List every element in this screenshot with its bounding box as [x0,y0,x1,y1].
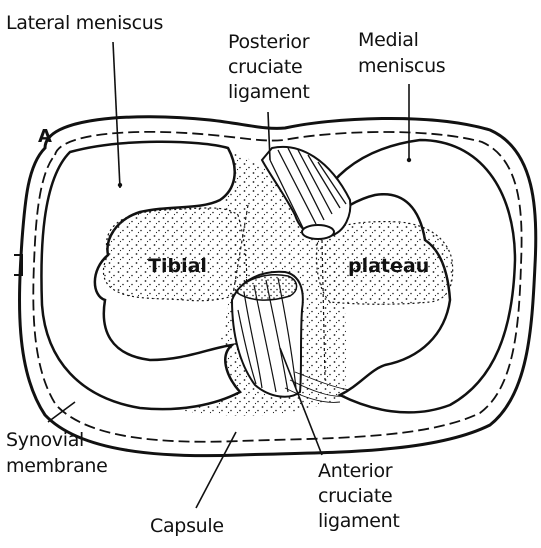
label-anterior-line-1: Anterior [318,460,393,482]
label-lateral-meniscus: Lateral meniscus [6,12,163,34]
label-posterior-line-2: cruciate [228,56,302,78]
label-posterior-line-3: ligament [228,81,310,103]
label-tibial: Tibial [148,255,207,277]
label-capsule: Capsule [150,515,224,537]
label-plateau: plateau [348,255,429,277]
label-posterior-line-1: Posterior [228,31,310,53]
posterior-cruciate-end [302,225,334,239]
label-synovial-line-2: membrane [6,455,108,477]
label-synovial-line-1: Synovial [6,429,84,451]
label-side-letter: A [38,126,52,147]
label-anterior-line-3: ligament [318,510,400,532]
label-medial-line-1: Medial [358,29,419,51]
label-medial-line-2: meniscus [358,55,445,77]
lateral-meniscus-dot [118,183,122,187]
medial-meniscus-dot [407,158,411,162]
label-anterior-line-2: cruciate [318,485,392,507]
